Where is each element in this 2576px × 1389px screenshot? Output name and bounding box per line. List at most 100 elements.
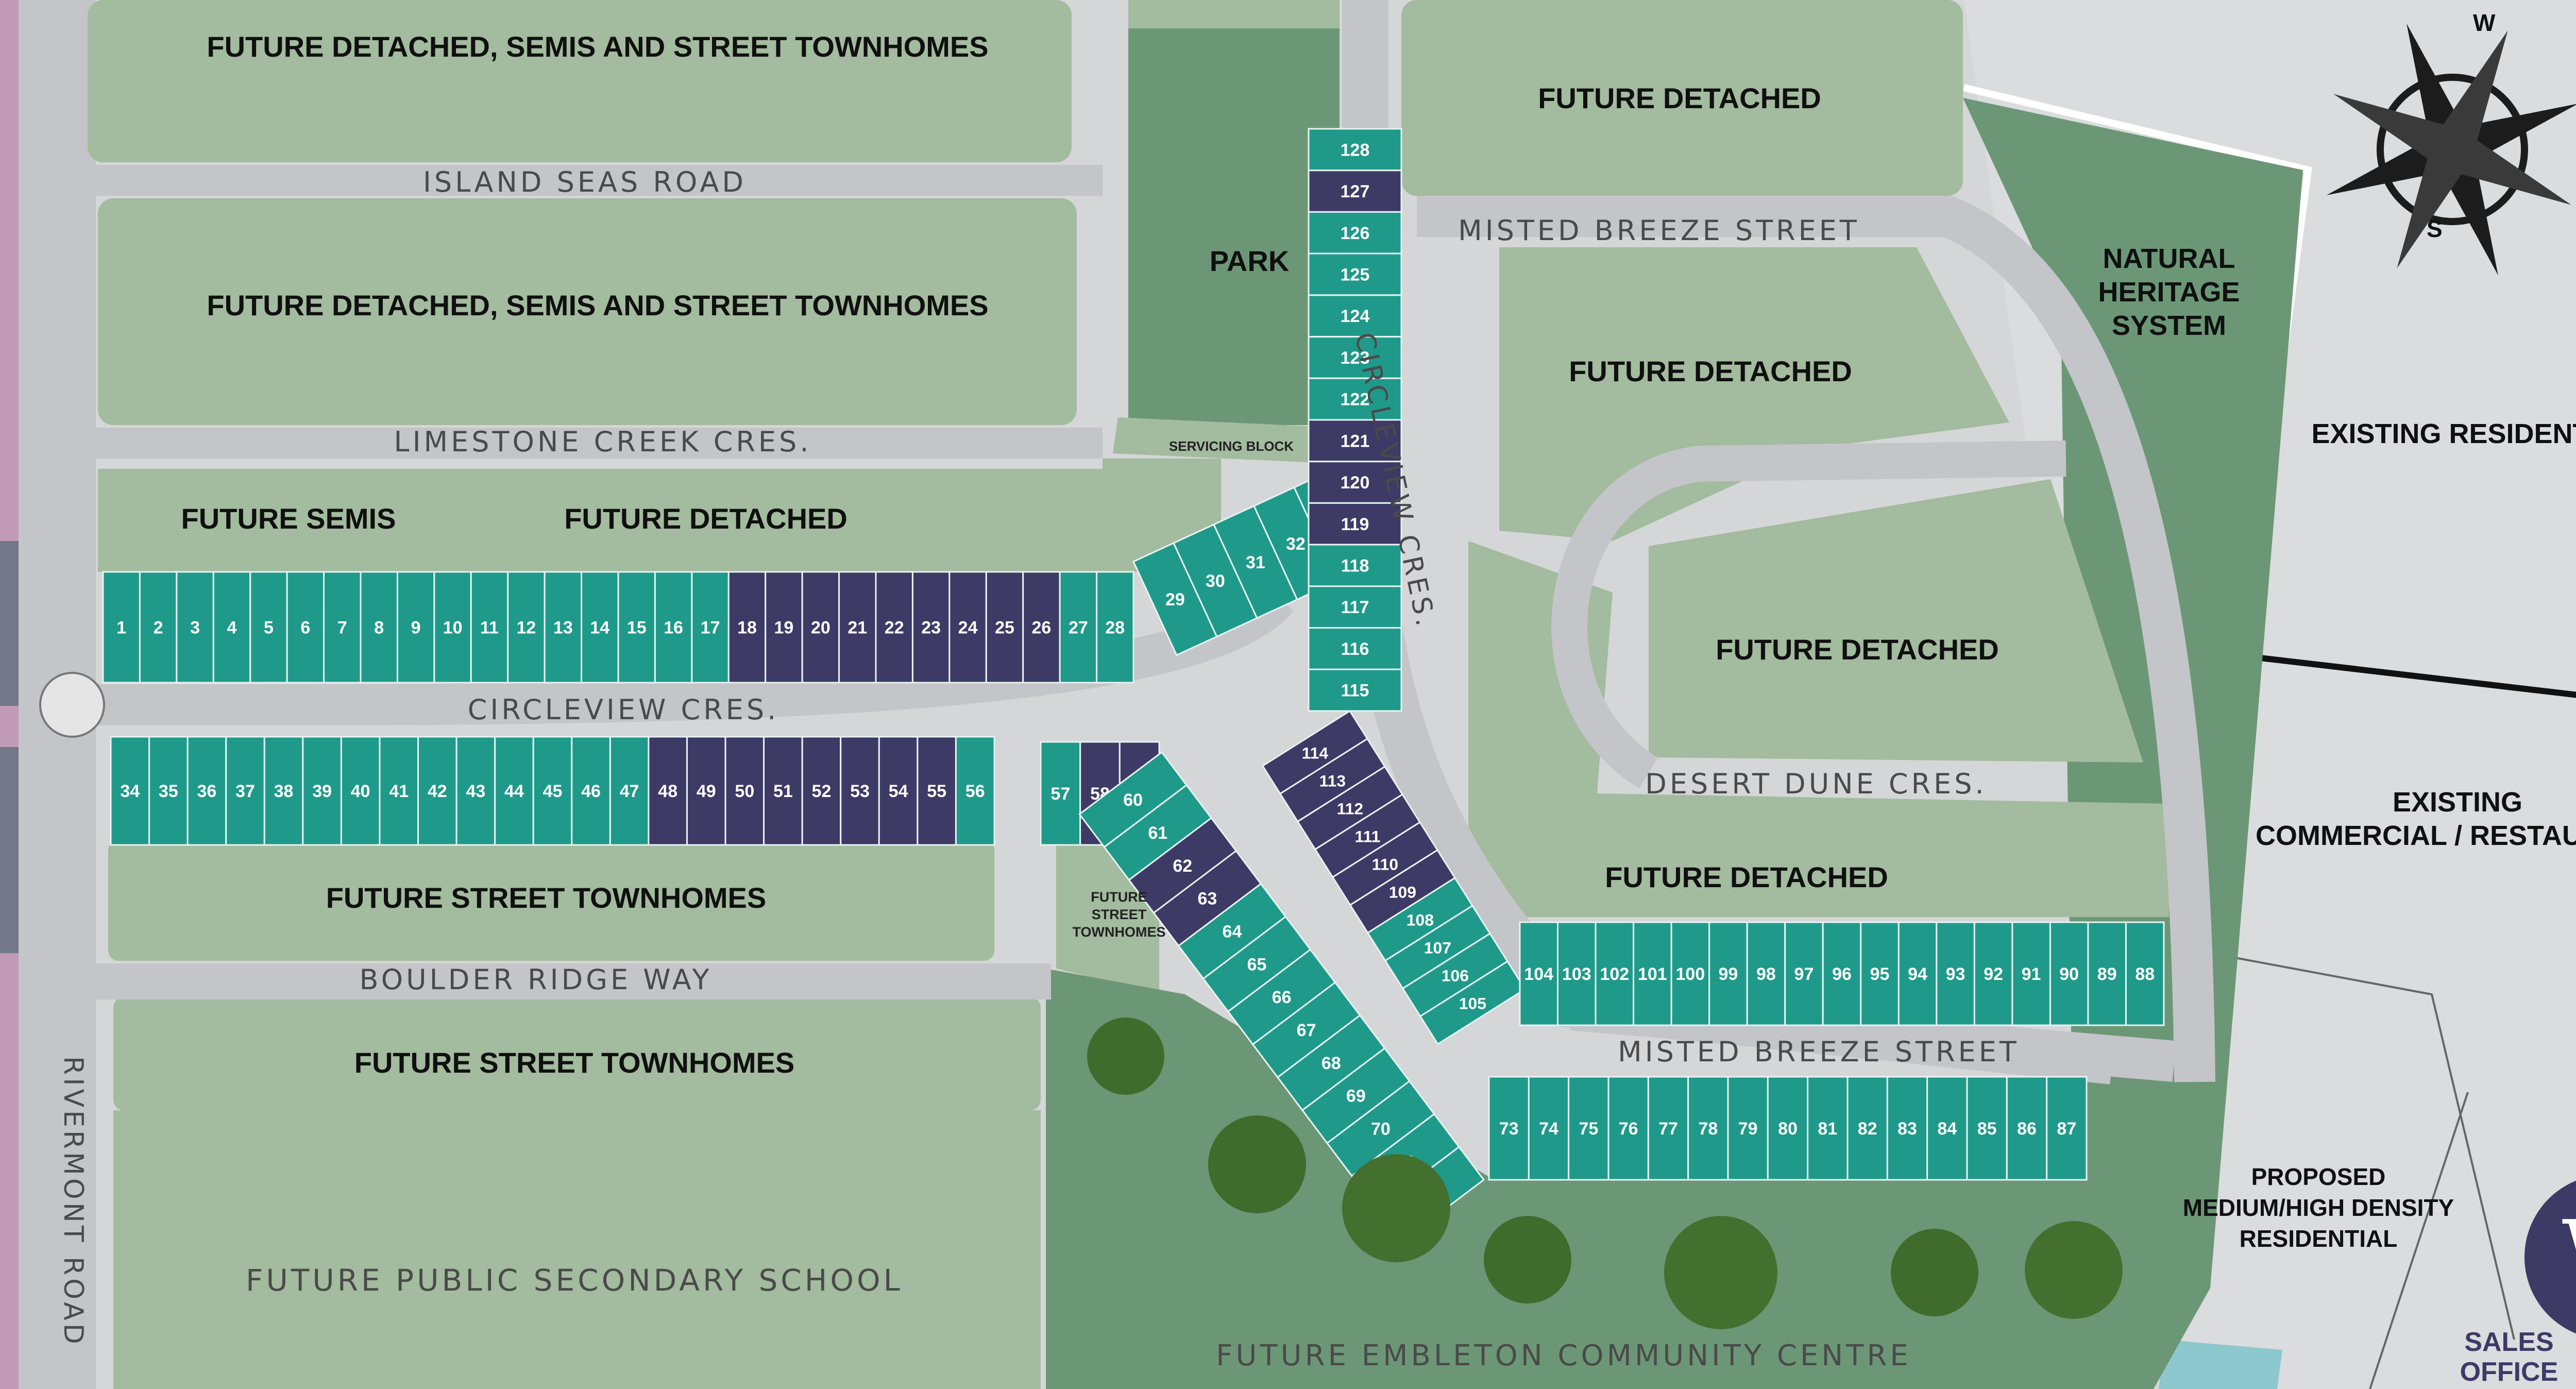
lot-115[interactable]: 115 [1308,668,1402,712]
lot-13[interactable]: 13 [544,571,583,684]
lot-shape[interactable] [1096,571,1134,684]
lot-76[interactable]: 76 [1607,1076,1649,1181]
lot-52[interactable]: 52 [801,736,842,846]
lot-26[interactable]: 26 [1022,571,1061,684]
lot-20[interactable]: 20 [801,571,840,684]
lot-124[interactable]: 124 [1308,294,1402,338]
lot-38[interactable]: 38 [263,736,304,846]
lot-95[interactable]: 95 [1860,921,1900,1026]
lot-78[interactable]: 78 [1687,1076,1729,1181]
lot-5[interactable]: 5 [249,571,288,684]
lot-35[interactable]: 35 [148,736,189,846]
lot-75[interactable]: 75 [1568,1076,1609,1181]
lot-25[interactable]: 25 [985,571,1024,684]
lot-98[interactable]: 98 [1746,921,1786,1026]
lot-44[interactable]: 44 [494,736,534,846]
lot-11[interactable]: 11 [470,571,509,684]
lot-49[interactable]: 49 [686,736,726,846]
lot-9[interactable]: 9 [396,571,435,684]
lot-116[interactable]: 116 [1308,627,1402,670]
lot-87[interactable]: 87 [2046,1076,2088,1181]
lot-92[interactable]: 92 [1973,921,2013,1026]
lot-16[interactable]: 16 [654,571,693,684]
lot-shape[interactable] [955,736,995,846]
lot-57[interactable]: 57 [1040,741,1081,846]
lot-46[interactable]: 46 [571,736,611,846]
lot-7[interactable]: 7 [323,571,362,684]
lot-89[interactable]: 89 [2087,921,2127,1026]
lot-101[interactable]: 101 [1633,921,1672,1026]
sales-office-label-1[interactable]: SALES [2464,1327,2553,1357]
lot-127[interactable]: 127 [1308,170,1402,213]
lot-102[interactable]: 102 [1595,921,1635,1026]
lot-85[interactable]: 85 [1966,1076,2008,1181]
lot-42[interactable]: 42 [417,736,457,846]
lot-shape[interactable] [1308,668,1402,712]
lot-91[interactable]: 91 [2011,921,2051,1026]
lot-12[interactable]: 12 [507,571,546,684]
lot-6[interactable]: 6 [286,571,325,684]
lot-19[interactable]: 19 [765,571,803,684]
lot-113[interactable]: 113 [1279,737,1386,823]
lot-50[interactable]: 50 [724,736,765,846]
lot-103[interactable]: 103 [1557,921,1597,1026]
lot-3[interactable]: 3 [176,571,214,684]
lot-18[interactable]: 18 [727,571,767,684]
lot-125[interactable]: 125 [1308,252,1402,296]
lot-39[interactable]: 39 [302,736,342,846]
lot-36[interactable]: 36 [187,736,227,846]
lot-40[interactable]: 40 [340,736,381,846]
lot-80[interactable]: 80 [1767,1076,1809,1181]
lot-77[interactable]: 77 [1647,1076,1689,1181]
lot-122[interactable]: 122 [1308,377,1402,421]
lot-112[interactable]: 112 [1296,765,1404,851]
lot-67[interactable]: 67 [1251,981,1361,1079]
lot-88[interactable]: 88 [2125,921,2165,1026]
lot-99[interactable]: 99 [1708,921,1748,1026]
lot-126[interactable]: 126 [1308,211,1402,255]
lot-48[interactable]: 48 [648,736,688,846]
lot-37[interactable]: 37 [225,736,265,846]
lot-28[interactable]: 28 [1096,571,1134,684]
lot-47[interactable]: 47 [609,736,650,846]
lot-41[interactable]: 41 [379,736,419,846]
lot-119[interactable]: 119 [1308,502,1402,546]
lot-17[interactable]: 17 [691,571,730,684]
lot-100[interactable]: 100 [1670,921,1710,1026]
lot-93[interactable]: 93 [1936,921,1975,1026]
lot-73[interactable]: 73 [1488,1076,1530,1181]
lot-53[interactable]: 53 [840,736,880,846]
lot-104[interactable]: 104 [1519,921,1559,1026]
lot-83[interactable]: 83 [1886,1076,1928,1181]
lot-43[interactable]: 43 [455,736,496,846]
lot-82[interactable]: 82 [1846,1076,1888,1181]
lot-114[interactable]: 114 [1261,709,1369,795]
lot-22[interactable]: 22 [875,571,913,684]
lot-1[interactable]: 1 [102,571,141,684]
lot-54[interactable]: 54 [878,736,919,846]
lot-51[interactable]: 51 [763,736,803,846]
lot-97[interactable]: 97 [1784,921,1824,1026]
lot-84[interactable]: 84 [1926,1076,1968,1181]
lot-15[interactable]: 15 [617,571,656,684]
lot-34[interactable]: 34 [110,736,150,846]
lot-23[interactable]: 23 [911,571,951,684]
lot-shape[interactable] [2046,1076,2088,1181]
lot-24[interactable]: 24 [948,571,987,684]
sales-office-logo[interactable] [2524,1175,2576,1340]
sales-office-label-2[interactable]: OFFICE [2460,1357,2558,1387]
lot-27[interactable]: 27 [1059,571,1098,684]
lot-56[interactable]: 56 [955,736,995,846]
lot-90[interactable]: 90 [2049,921,2089,1026]
lot-128[interactable]: 128 [1308,128,1402,172]
lot-94[interactable]: 94 [1897,921,1938,1026]
lot-45[interactable]: 45 [532,736,573,846]
lot-shape[interactable] [2125,921,2165,1026]
lot-14[interactable]: 14 [581,571,619,684]
lot-79[interactable]: 79 [1727,1076,1769,1181]
lot-21[interactable]: 21 [838,571,877,684]
lot-8[interactable]: 8 [360,571,398,684]
lot-118[interactable]: 118 [1308,544,1402,587]
lot-110[interactable]: 110 [1331,821,1439,906]
lot-74[interactable]: 74 [1528,1076,1570,1181]
